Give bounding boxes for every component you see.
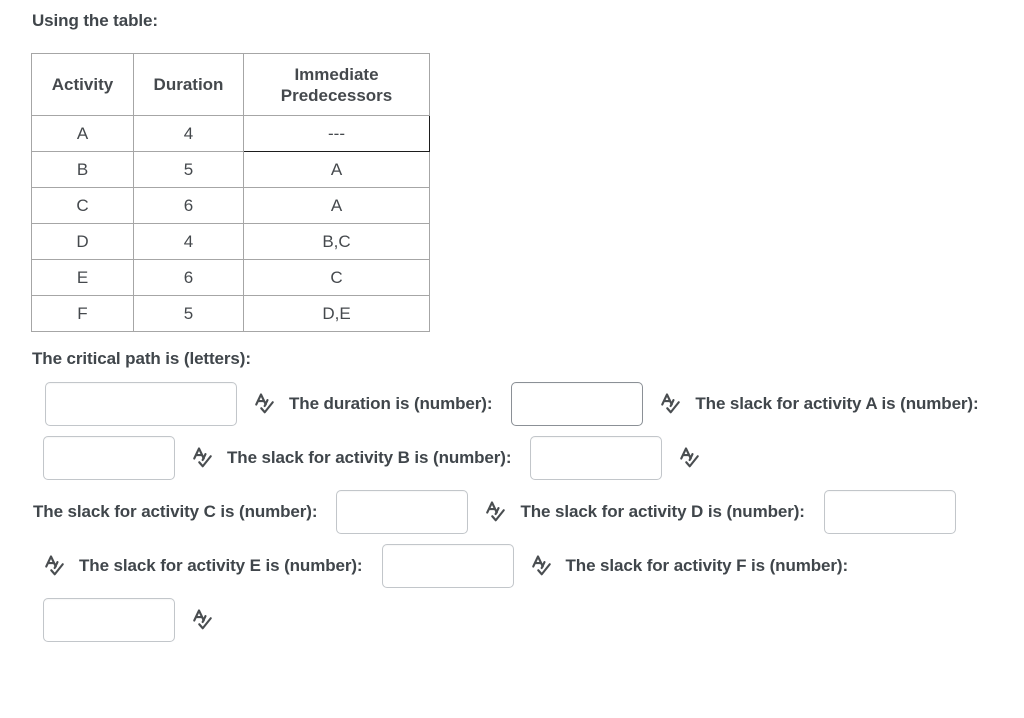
cell-duration: 5 [133,151,244,188]
table-row: C 6 A [31,187,430,224]
slack-e-label: The slack for activity E is (number): [79,556,363,575]
slack-f-input[interactable] [43,598,175,642]
column-header-immediate-predecessors: Immediate Predecessors [243,53,430,116]
cell-duration: 5 [133,295,244,332]
cell-activity: E [31,259,134,296]
spellcheck-icon[interactable] [251,389,281,419]
table-row: D 4 B,C [31,223,430,260]
table-row: B 5 A [31,151,430,188]
cell-predecessors: A [243,151,430,188]
slack-e-input[interactable] [381,544,514,588]
table-header-row: Activity Duration Immediate Predecessors [31,53,430,116]
cell-duration: 6 [133,187,244,224]
cell-duration: 4 [133,223,244,260]
cell-activity: C [31,187,134,224]
cell-predecessors: --- [243,115,430,152]
cell-predecessors: A [243,187,430,224]
column-header-activity: Activity [31,53,134,116]
cell-activity: A [31,115,134,152]
spellcheck-icon[interactable] [528,551,558,581]
spellcheck-icon[interactable] [676,443,706,473]
slack-d-input[interactable] [823,490,956,534]
spellcheck-icon[interactable] [189,605,219,635]
critical-path-prompt: The critical path is (letters): [32,349,251,368]
spellcheck-icon[interactable] [482,497,512,527]
answer-flow: The duration is (number): The slack for … [31,377,991,647]
duration-label: The duration is (number): [289,394,493,413]
cell-activity: B [31,151,134,188]
cell-activity: D [31,223,134,260]
slack-a-label: The slack for activity A is (number): [695,394,979,413]
slack-b-label: The slack for activity B is (number): [227,448,512,467]
spellcheck-icon[interactable] [657,389,687,419]
critical-path-input[interactable] [45,382,237,426]
slack-c-input[interactable] [336,490,469,534]
spellcheck-icon[interactable] [189,443,219,473]
slack-f-label: The slack for activity F is (number): [565,556,849,575]
cell-activity: F [31,295,134,332]
duration-input[interactable] [511,382,644,426]
slack-b-input[interactable] [530,436,663,480]
cell-predecessors: C [243,259,430,296]
worksheet-page: Using the table: Activity Duration Immed… [31,11,991,647]
slack-a-input[interactable] [43,436,175,480]
cell-duration: 4 [133,115,244,152]
slack-c-label: The slack for activity C is (number): [33,502,318,521]
cell-duration: 6 [133,259,244,296]
table-body: A 4 --- B 5 A C 6 A D 4 B,C E 6 [31,115,430,332]
cell-predecessors: B,C [243,223,430,260]
column-header-duration: Duration [133,53,244,116]
activity-duration-table: Activity Duration Immediate Predecessors… [31,53,430,332]
spellcheck-icon[interactable] [41,551,71,581]
table-row: A 4 --- [31,115,430,152]
page-title: Using the table: [32,11,158,30]
table-row: E 6 C [31,259,430,296]
table-row: F 5 D,E [31,295,430,332]
slack-d-label: The slack for activity D is (number): [520,502,805,521]
cell-predecessors: D,E [243,295,430,332]
